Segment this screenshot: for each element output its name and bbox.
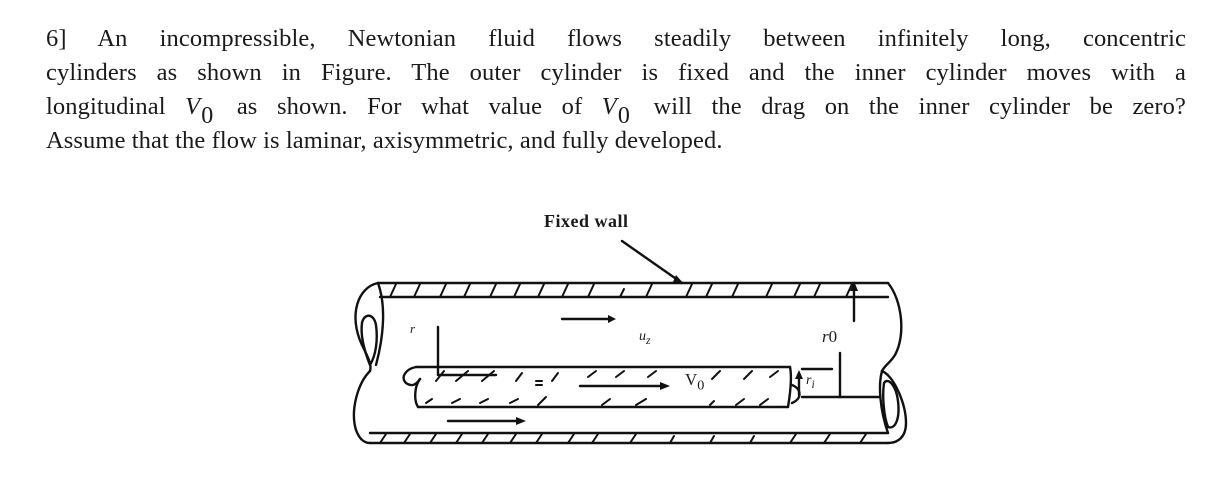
inner-velocity-label: V0 — [685, 370, 705, 394]
problem-statement: 6] An incompressible, Newtonian fluid fl… — [46, 22, 1186, 158]
outer-radius-label: r0 — [822, 327, 838, 346]
pipe-diagram — [352, 239, 908, 445]
inner-radius-label: ri — [806, 373, 815, 391]
concentric-cylinders-figure: Fixed wall r uz V0 r0 ri — [340, 205, 920, 465]
axial-velocity-label: uz — [639, 329, 651, 347]
radial-coordinate-label: r — [410, 321, 416, 336]
problem-line-1: 6] An incompressible, Newtonian fluid fl… — [46, 25, 1186, 52]
problem-line-4: Assume that the flow is laminar, axisymm… — [46, 127, 723, 154]
problem-line-3: longitudinal V0 as shown. For what value… — [46, 93, 1186, 129]
v0-symbol: V — [601, 93, 617, 120]
fixed-wall-label: Fixed wall — [544, 211, 629, 231]
problem-line-2: cylinders as shown in Figure. The outer … — [46, 59, 1186, 86]
v0-symbol: V — [185, 93, 201, 120]
